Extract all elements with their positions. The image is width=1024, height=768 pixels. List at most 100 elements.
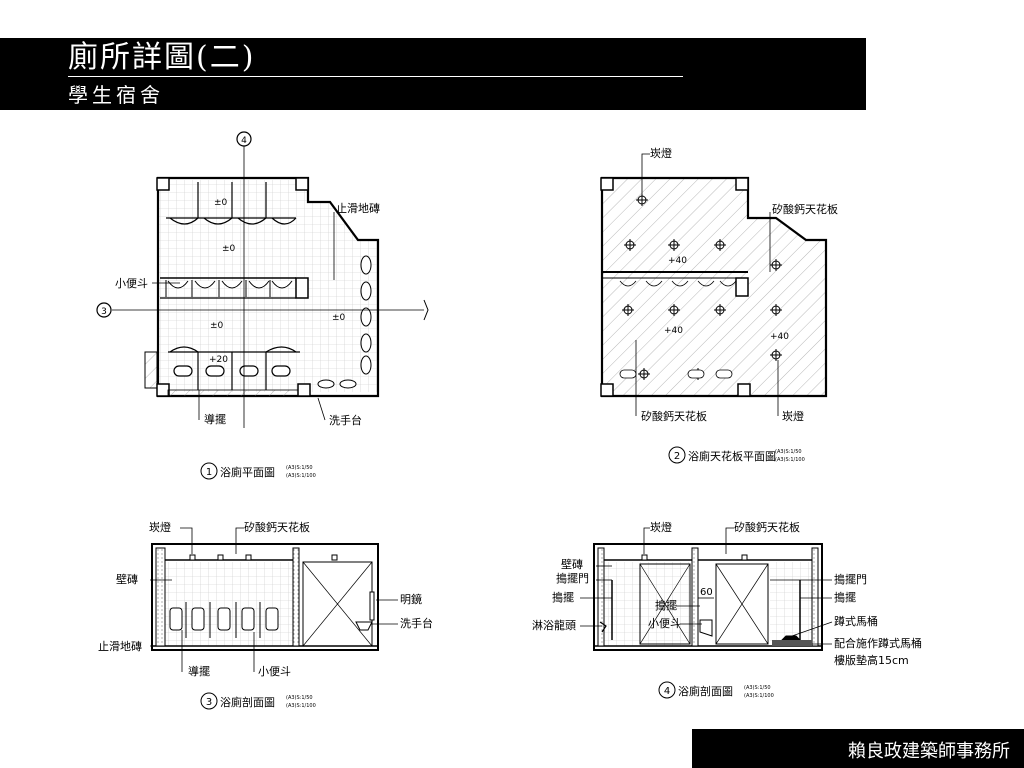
plan1-column-br: [297, 383, 311, 397]
plan1-grid-bubble-3: [96, 302, 112, 318]
plan2-outer-wall: [600, 176, 828, 398]
plan1-level-b: ±0: [222, 244, 236, 254]
header-band: [0, 38, 866, 110]
ceiling-plan-2: +40 +40 +40 崁燈 矽酸鈣天花板 矽酸鈣天花板 崁燈 2 浴廁天花板平…: [600, 146, 838, 464]
floor-plan-1: 4 3 ±0 ±0 ±0 ±0 +20 止滑地磚 小便斗 導擺 洗手台 1 浴廁…: [96, 131, 429, 480]
sec4-scale-a3: (A3)S:1/50: [744, 685, 771, 691]
plan1-upper-stalls: [166, 182, 297, 225]
sec4-label-partition-left: 搗擺: [552, 590, 574, 604]
plan1-caption: 浴廁平面圖: [220, 465, 275, 479]
plan2-scale-a1: (A3)S:1/100: [775, 457, 805, 463]
plan1-wash-basins: [317, 255, 372, 389]
plan1-scale-a1: (A3)S:1/100: [286, 473, 316, 479]
sec3-caption: 浴廁剖面圖: [220, 695, 275, 709]
plan1-column-mid: [295, 277, 309, 299]
sec3-sink: [355, 621, 373, 631]
plan2-scale-a3: (A3)S:1/50: [775, 449, 802, 455]
page-title: 廁所詳圖(二): [68, 40, 256, 75]
sec3-mirror: [369, 591, 375, 621]
sec4-label-note-2: 樓版墊高15cm: [834, 653, 909, 667]
section-3: 崁燈 矽酸鈣天花板 壁磚 止滑地磚 導擺 小便斗 明鏡 洗手台 3 浴廁剖面圖 …: [98, 520, 433, 710]
plan1-label-tile: 止滑地磚: [336, 202, 380, 215]
sec4-shower-head: [599, 621, 607, 633]
sec4-door-right-diag-2: [715, 563, 769, 645]
plan1-urinals: [165, 280, 293, 297]
plan1-section-mark: [423, 299, 429, 321]
footer-band: 賴良政建築師事務所: [692, 729, 1024, 768]
sec4-label-squat: 蹲式馬桶: [834, 614, 878, 628]
sec4-label-partition-mid: 搗擺: [655, 598, 677, 612]
sec3-label-wall-tile: 壁磚: [116, 572, 138, 586]
plan2-label-lamp-top: 崁燈: [650, 146, 672, 160]
sec4-label-door-right: 搗擺門: [834, 572, 867, 586]
sec3-leaders: [150, 527, 398, 672]
plan1-level-c: ±0: [210, 321, 224, 331]
plan2-label-lamp-bottom: 崁燈: [782, 409, 804, 423]
sec3-caption-bubble: [200, 692, 218, 710]
sec4-label-wall-tile: 壁磚: [561, 557, 583, 571]
sec4-door-right: [715, 563, 769, 645]
sec4-label-urinal: 小便斗: [648, 617, 681, 630]
plan1-label-partition: 導擺: [204, 412, 226, 426]
plan1-column-tl: [156, 177, 170, 191]
plan1-leaders: [152, 212, 335, 421]
sec4-squat-toilet: [780, 635, 802, 641]
plan1-level-e: +20: [209, 355, 228, 365]
plan1-grid-bubble-4: [236, 131, 252, 147]
plan2-level-a: +40: [668, 256, 687, 266]
sec4-lamps: [641, 554, 748, 561]
sec4-right-wall: [811, 547, 819, 647]
sec3-caption-num: 3: [206, 697, 212, 708]
page-subtitle: 學生宿舍: [68, 83, 164, 107]
sec4-outline: [593, 543, 823, 651]
sec4-mid-wall: [691, 547, 699, 647]
plan1-grid-4-label: 4: [241, 136, 247, 146]
plan1-sink-counter: [167, 389, 299, 397]
plan1-shower-tray: [144, 351, 158, 389]
sec3-outline: [151, 543, 379, 651]
sec4-label-dim: 60: [700, 587, 713, 598]
plan2-fixture-ghosts: [619, 280, 737, 379]
plan2-column-br: [737, 383, 751, 397]
sec3-right-diag-2: [302, 561, 373, 647]
sec4-label-note-1: 配合施作蹲式馬桶: [834, 636, 922, 650]
plan1-label-sink: 洗手台: [329, 413, 362, 427]
sec4-right-tile: [770, 562, 812, 646]
sec3-label-ceiling: 矽酸鈣天花板: [244, 520, 310, 534]
sec3-label-floor-tile: 止滑地磚: [98, 640, 142, 653]
plan2-label-ceiling-right: 矽酸鈣天花板: [772, 202, 838, 216]
plan1-label-urinal: 小便斗: [115, 277, 148, 290]
sec3-label-urinal: 小便斗: [258, 665, 291, 678]
plan2-level-b: +40: [664, 326, 683, 336]
plan2-column-mid: [735, 277, 749, 297]
sec3-wall-tile: [165, 562, 293, 646]
plan2-column-bl: [600, 383, 614, 397]
sec3-divider-wall: [292, 547, 300, 647]
sec4-label-ceiling: 矽酸鈣天花板: [734, 520, 800, 534]
sec3-lamps: [189, 554, 338, 561]
sec4-label-door-left: 搗擺門: [556, 571, 589, 585]
sec3-left-wall: [155, 547, 166, 647]
sec3-label-partition: 導擺: [188, 664, 210, 678]
plan1-column-tr: [295, 177, 309, 191]
plan1-caption-num: 1: [206, 467, 212, 478]
sec4-label-lamp: 崁燈: [650, 520, 672, 534]
plan1-level-d: ±0: [332, 313, 346, 323]
sec3-label-mirror: 明鏡: [400, 592, 422, 606]
sec4-raised-slab: [772, 640, 812, 646]
firm-name: 賴良政建築師事務所: [848, 741, 1010, 762]
plan1-scale-a3: (A3)S:1/50: [286, 465, 313, 471]
plan2-level-c: +40: [770, 332, 789, 342]
sec4-scale-a1: (A3)S:1/100: [744, 693, 774, 699]
plan1-floor-tile-right: [308, 202, 378, 392]
sec3-scale-a3: (A3)S:1/50: [286, 695, 313, 701]
title-underline: [68, 76, 683, 77]
plan2-caption: 浴廁天花板平面圖: [688, 449, 776, 463]
sec4-caption: 浴廁剖面圖: [678, 684, 733, 698]
plan2-caption-num: 2: [674, 451, 680, 462]
sec4-door-left: [639, 563, 691, 645]
plan1-lower-stalls: [168, 346, 300, 390]
sec3-scale-a1: (A3)S:1/100: [286, 703, 316, 709]
sec3-label-sink: 洗手台: [400, 616, 433, 630]
